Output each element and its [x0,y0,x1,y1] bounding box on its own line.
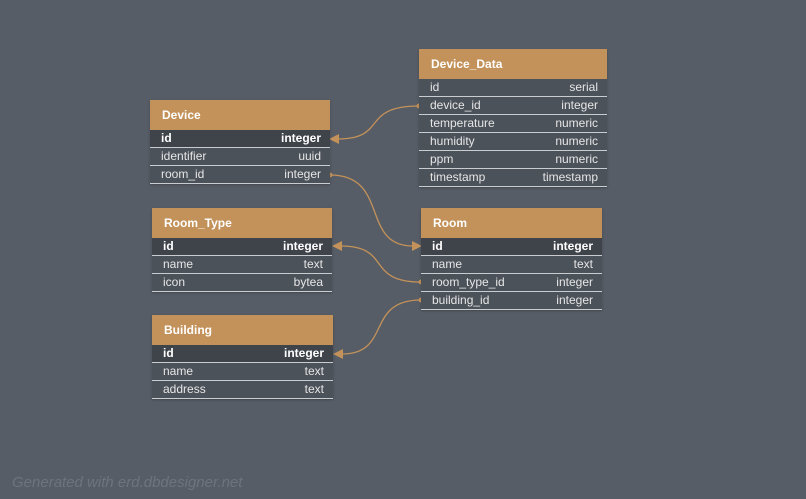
column-name: icon [163,275,186,289]
column-type: bytea [293,275,323,289]
table-title[interactable]: Device_Data [419,49,607,79]
column-type: integer [284,167,321,181]
column-row[interactable]: identifier uuid [150,148,330,166]
table-device[interactable]: Device id integer identifier uuid room_i… [150,100,330,184]
column-type: integer [552,239,593,253]
relation-room-roomtype[interactable] [332,241,424,285]
column-row[interactable]: device_id integer [419,97,607,115]
column-type: integer [556,293,593,307]
column-row[interactable]: timestamp timestamp [419,169,607,187]
column-type: serial [569,80,598,94]
column-name: device_id [430,98,481,112]
column-name: address [163,382,206,396]
column-row[interactable]: building_id integer [421,292,602,310]
column-type: integer [282,239,323,253]
relation-device-room[interactable] [327,172,423,252]
column-type: text [304,364,324,378]
column-row[interactable]: id integer [152,238,332,256]
column-type: integer [561,98,598,112]
column-name: id [432,239,443,253]
column-row[interactable]: id integer [150,130,330,148]
column-type: text [303,257,323,271]
column-name: name [163,257,194,271]
column-type: numeric [555,134,598,148]
column-name: room_type_id [432,275,505,289]
column-name: temperature [430,116,495,130]
column-type: text [573,257,593,271]
column-type: text [304,382,324,396]
column-type: timestamp [542,170,598,184]
table-title[interactable]: Room_Type [152,208,332,238]
column-row[interactable]: name text [421,256,602,274]
table-device-data[interactable]: Device_Data id serial device_id integer … [419,49,607,187]
table-title[interactable]: Building [152,315,333,345]
column-name: humidity [430,134,475,148]
column-name: timestamp [430,170,486,184]
column-type: numeric [555,152,598,166]
column-name: ppm [430,152,454,166]
column-name: id [163,239,174,253]
relation-room-building[interactable] [333,297,424,360]
column-name: name [432,257,463,271]
column-name: id [161,131,172,145]
column-row[interactable]: id serial [419,79,607,97]
column-type: uuid [298,149,321,163]
column-type: integer [280,131,321,145]
column-name: name [163,364,194,378]
column-row[interactable]: ppm numeric [419,151,607,169]
column-row[interactable]: room_id integer [150,166,330,184]
column-row[interactable]: humidity numeric [419,133,607,151]
table-room-type[interactable]: Room_Type id integer name text icon byte… [152,208,332,292]
column-type: numeric [555,116,598,130]
column-name: identifier [161,149,207,163]
relation-devicedata-device[interactable] [329,103,422,145]
table-title[interactable]: Room [421,208,602,238]
column-row[interactable]: id integer [421,238,602,256]
column-row[interactable]: temperature numeric [419,115,607,133]
column-row[interactable]: icon bytea [152,274,332,292]
column-row[interactable]: room_type_id integer [421,274,602,292]
column-row[interactable]: name text [152,256,332,274]
column-name: building_id [432,293,490,307]
column-type: integer [556,275,593,289]
column-name: id [430,80,440,94]
column-name: id [163,346,174,360]
table-room[interactable]: Room id integer name text room_type_id i… [421,208,602,310]
column-row[interactable]: address text [152,381,333,399]
column-row[interactable]: id integer [152,345,333,363]
footer-credit: Generated with erd.dbdesigner.net [12,474,243,491]
column-row[interactable]: name text [152,363,333,381]
column-type: integer [283,346,324,360]
table-title[interactable]: Device [150,100,330,130]
column-name: room_id [161,167,205,181]
table-building[interactable]: Building id integer name text address te… [152,315,333,399]
